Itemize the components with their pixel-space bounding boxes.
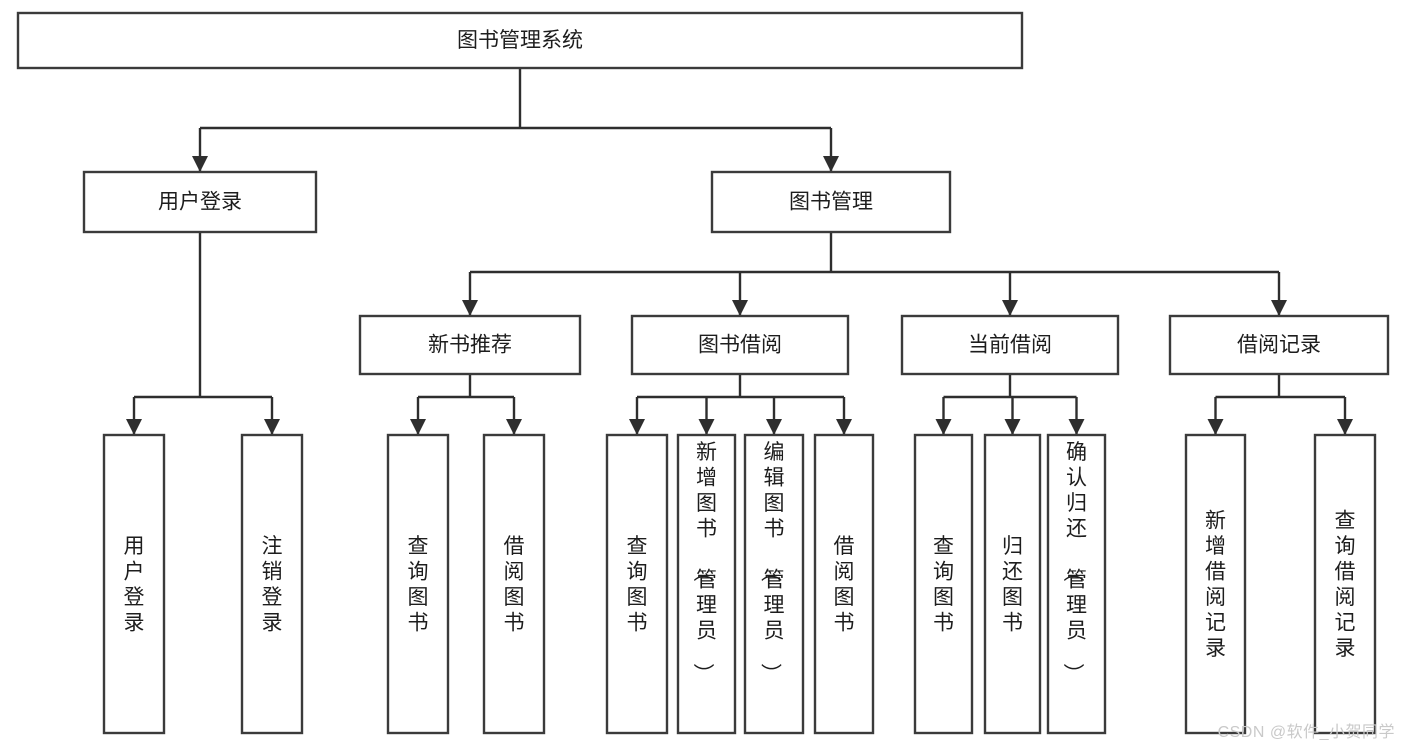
node-box	[16, 11, 1024, 70]
node-current[interactable]: 当前借阅	[900, 314, 1120, 376]
node-leaf-add-record[interactable]: 新增借阅记录	[1184, 433, 1247, 735]
node-box	[102, 433, 166, 735]
node-box	[82, 170, 318, 234]
arrow-head-icon	[506, 419, 522, 435]
node-label: 新增借阅记录	[1205, 510, 1226, 661]
node-box	[743, 433, 805, 735]
node-box	[913, 433, 974, 735]
node-borrow[interactable]: 图书借阅	[630, 314, 850, 376]
edge-group-root	[192, 68, 839, 172]
edge-group-newbook	[410, 374, 522, 435]
node-label: 编辑图书（管理员）	[759, 441, 785, 684]
node-label: 图书借阅	[698, 334, 782, 357]
node-label: 用户登录	[124, 535, 145, 635]
node-label: 查询图书	[627, 535, 648, 635]
arrow-head-icon	[410, 419, 426, 435]
node-box	[1313, 433, 1377, 735]
node-leaf-query-book-2[interactable]: 查询图书	[605, 433, 669, 735]
node-label: 借阅图书	[504, 535, 525, 635]
node-leaf-borrow-book-2[interactable]: 借阅图书	[813, 433, 875, 735]
edge-group-borrow	[629, 374, 852, 435]
node-label: 用户登录	[158, 191, 242, 214]
node-box	[813, 433, 875, 735]
arrow-head-icon	[1002, 300, 1018, 316]
node-label: 新增图书（管理员）	[691, 441, 717, 684]
node-box	[900, 314, 1120, 376]
node-label: 查询图书	[408, 535, 429, 635]
arrow-head-icon	[1337, 419, 1353, 435]
node-label: 注销登录	[262, 535, 283, 635]
arrow-head-icon	[1207, 419, 1224, 435]
node-box	[983, 433, 1042, 735]
node-box	[676, 433, 737, 735]
edge-group-current	[935, 374, 1085, 435]
node-leaf-user-logout[interactable]: 注销登录	[240, 433, 304, 735]
node-label: 图书管理	[789, 191, 873, 214]
edge-group-records	[1207, 374, 1353, 435]
node-leaf-borrow-book-1[interactable]: 借阅图书	[482, 433, 546, 735]
node-label: 当前借阅	[968, 334, 1052, 357]
node-label: 借阅记录	[1237, 334, 1321, 357]
node-leaf-return-book[interactable]: 归还图书	[983, 433, 1042, 735]
node-box	[1184, 433, 1247, 735]
arrow-head-icon	[766, 419, 782, 435]
node-box	[605, 433, 669, 735]
node-box	[710, 170, 952, 234]
edges-layer	[126, 68, 1353, 435]
arrow-head-icon	[192, 156, 208, 172]
edge-group-login	[126, 232, 280, 435]
node-label: 借阅图书	[834, 535, 855, 635]
arrow-head-icon	[629, 419, 645, 435]
arrow-head-icon	[1271, 300, 1287, 316]
arrow-head-icon	[935, 419, 952, 435]
node-newbook[interactable]: 新书推荐	[358, 314, 582, 376]
node-login[interactable]: 用户登录	[82, 170, 318, 234]
node-label: 查询借阅记录	[1335, 510, 1356, 661]
node-leaf-query-book-1[interactable]: 查询图书	[386, 433, 450, 735]
node-box	[630, 314, 850, 376]
arrow-head-icon	[836, 419, 852, 435]
node-leaf-add-book[interactable]: 新增图书（管理员）	[676, 433, 737, 735]
node-root[interactable]: 图书管理系统	[16, 11, 1024, 70]
edge-group-bookmgmt	[462, 232, 1287, 316]
node-records[interactable]: 借阅记录	[1168, 314, 1390, 376]
arrow-head-icon	[823, 156, 839, 172]
node-leaf-query-book-3[interactable]: 查询图书	[913, 433, 974, 735]
nodes-layer: 图书管理系统用户登录图书管理新书推荐图书借阅当前借阅借阅记录用户登录注销登录查询…	[16, 11, 1390, 735]
node-bookmgmt[interactable]: 图书管理	[710, 170, 952, 234]
node-box	[240, 433, 304, 735]
arrow-head-icon	[126, 419, 142, 435]
node-leaf-confirm-return[interactable]: 确认归还（管理员）	[1046, 433, 1107, 735]
arrow-head-icon	[732, 300, 748, 316]
node-box	[1046, 433, 1107, 735]
arrow-head-icon	[1068, 419, 1085, 435]
node-box	[1168, 314, 1390, 376]
node-label: 查询图书	[933, 535, 954, 635]
node-label: 新书推荐	[428, 334, 512, 357]
arrow-head-icon	[264, 419, 280, 435]
node-box	[386, 433, 450, 735]
node-leaf-user-login[interactable]: 用户登录	[102, 433, 166, 735]
arrow-head-icon	[462, 300, 478, 316]
node-box	[358, 314, 582, 376]
arrow-head-icon	[1004, 419, 1021, 435]
node-leaf-query-record[interactable]: 查询借阅记录	[1313, 433, 1377, 735]
node-label: 确认归还（管理员）	[1061, 441, 1087, 684]
node-label: 图书管理系统	[457, 29, 583, 52]
node-leaf-edit-book[interactable]: 编辑图书（管理员）	[743, 433, 805, 735]
arrow-head-icon	[698, 419, 715, 435]
node-box	[482, 433, 546, 735]
node-label: 归还图书	[1002, 535, 1023, 635]
